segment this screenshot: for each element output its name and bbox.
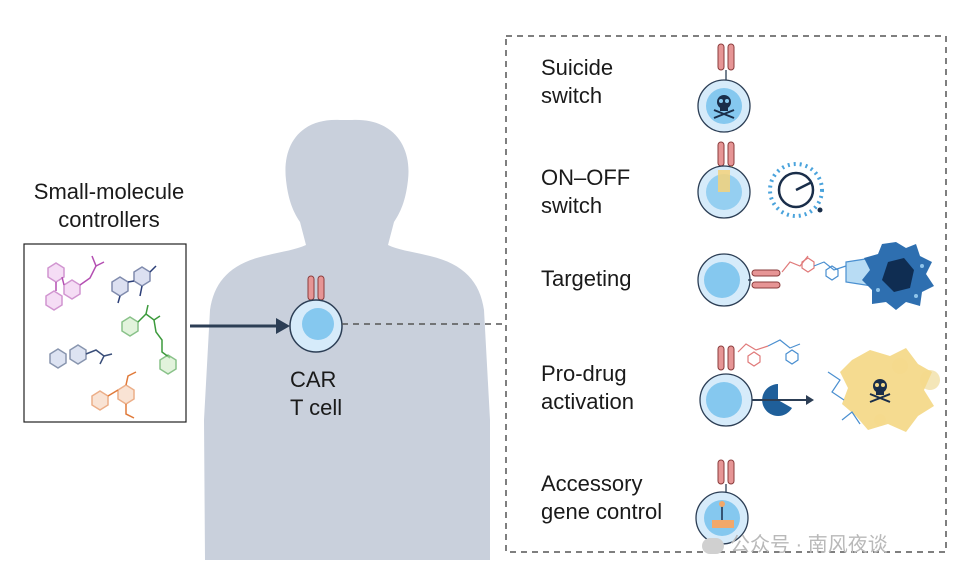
- enzyme-icon: [752, 384, 814, 416]
- controllers-title-line1: Small-molecule: [33, 179, 185, 204]
- molecule-glyphs: [45, 255, 177, 419]
- skull-icon: [713, 95, 735, 119]
- controllers-title-line2: controllers: [58, 207, 160, 232]
- row-accessory-line1: Accessory: [541, 471, 643, 496]
- arrow-head: [276, 318, 290, 334]
- prodrug-molecule: [737, 339, 801, 367]
- adaptor-molecule: [781, 255, 873, 287]
- row-prodrug-line2: activation: [541, 389, 634, 414]
- row-targeting-line1: Targeting: [541, 266, 632, 291]
- human-silhouette: [204, 119, 490, 560]
- car-t-cell-icon: [289, 275, 343, 353]
- row-suicide-line1: Suicide: [541, 55, 614, 80]
- row-accessory-label: Accessory gene control: [541, 470, 662, 526]
- car-t-label: CAR T cell: [290, 366, 342, 422]
- on-off-cell-icon: [697, 141, 751, 219]
- row-accessory-line2: gene control: [541, 499, 663, 524]
- controls-panel: [505, 35, 947, 553]
- controllers-title: Small-molecule controllers: [14, 178, 204, 234]
- prodrug-cell-icon: [699, 345, 753, 427]
- row-onoff-label: ON–OFF switch: [541, 164, 630, 220]
- tumor-cell-icon: [862, 242, 934, 310]
- row-prodrug-label: Pro-drug activation: [541, 360, 634, 416]
- lysing-tumor-icon: [827, 348, 940, 432]
- row-prodrug-line1: Pro-drug: [541, 361, 627, 386]
- row-targeting-label: Targeting: [541, 265, 632, 293]
- row-onoff-line1: ON–OFF: [541, 165, 631, 190]
- row-suicide-line2: switch: [541, 83, 603, 108]
- dial-icon: [768, 162, 824, 218]
- row-suicide-label: Suicide switch: [541, 54, 613, 110]
- suicide-cell-icon: [697, 43, 751, 133]
- targeting-cell-icon: [697, 253, 781, 307]
- car-t-label-line2: T cell: [290, 395, 343, 420]
- gene-cassette-icon: [712, 501, 734, 528]
- car-t-label-line1: CAR: [290, 367, 337, 392]
- row-onoff-line2: switch: [541, 193, 603, 218]
- wechat-icon: [702, 537, 724, 554]
- watermark: 公众号 · 南风夜谈: [702, 528, 888, 557]
- watermark-text: 公众号 · 南风夜谈: [730, 534, 888, 556]
